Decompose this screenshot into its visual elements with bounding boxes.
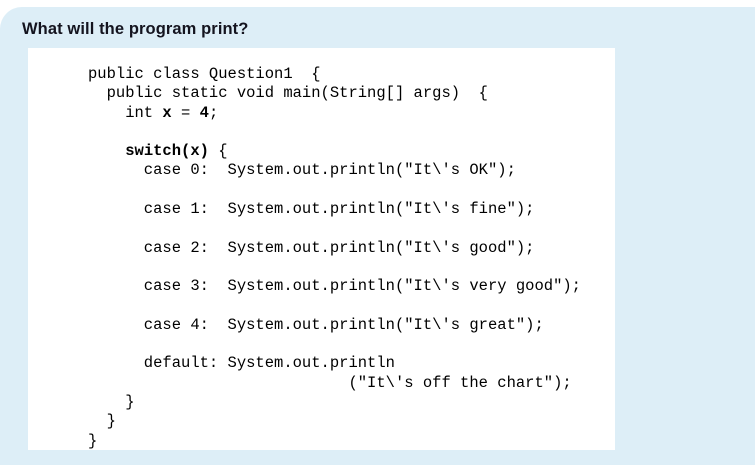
code-line: ("It\'s off the chart"); xyxy=(88,374,615,393)
code-line xyxy=(88,258,615,277)
code-segment: } xyxy=(88,412,116,431)
code-segment: } xyxy=(88,431,98,450)
code-segment: case 4: System.out.println("It\'s great"… xyxy=(88,315,544,334)
code-segment: public static void main(String[] args) { xyxy=(88,84,488,103)
code-segment: case 1: System.out.println("It\'s fine")… xyxy=(88,200,535,219)
code-bold-segment: x xyxy=(162,103,172,122)
code-segment xyxy=(88,142,125,160)
question-card: What will the program print? public clas… xyxy=(0,7,755,465)
code-line: switch(x) { xyxy=(88,142,615,161)
code-bold-segment: 4 xyxy=(199,103,209,122)
code-line: } xyxy=(88,393,615,412)
code-line: int x = 4; xyxy=(88,104,615,123)
code-segment: = xyxy=(171,103,200,122)
code-line: case 4: System.out.println("It\'s great"… xyxy=(88,316,615,335)
code-line: case 2: System.out.println("It\'s good")… xyxy=(88,239,615,258)
code-segment: default: System.out.println xyxy=(88,354,395,373)
code-block: public class Question1 { public static v… xyxy=(88,65,615,450)
code-line xyxy=(88,219,615,238)
code-segment: ("It\'s off the chart"); xyxy=(88,373,572,392)
question-title: What will the program print? xyxy=(22,20,249,38)
code-segment: ; xyxy=(208,103,219,122)
code-line: default: System.out.println xyxy=(88,354,615,373)
code-segment: case 3: System.out.println("It\'s very g… xyxy=(88,277,581,296)
code-panel: public class Question1 { public static v… xyxy=(28,48,615,450)
code-line xyxy=(88,181,615,200)
code-line: case 0: System.out.println("It\'s OK"); xyxy=(88,161,615,180)
code-segment: case 2: System.out.println("It\'s good")… xyxy=(88,238,535,257)
code-line: } xyxy=(88,412,615,431)
code-line: public static void main(String[] args) { xyxy=(88,84,615,103)
code-line: } xyxy=(88,432,615,450)
code-segment: case 0: System.out.println("It\'s OK"); xyxy=(88,161,516,180)
code-segment: int xyxy=(88,103,163,122)
code-line: public class Question1 { xyxy=(88,65,615,84)
code-segment: { xyxy=(208,142,228,161)
code-segment: } xyxy=(88,393,135,412)
code-line xyxy=(88,335,615,354)
code-segment: public class Question1 { xyxy=(88,65,321,83)
code-line: case 1: System.out.println("It\'s fine")… xyxy=(88,200,615,219)
code-line xyxy=(88,297,615,316)
code-bold-segment: switch(x) xyxy=(125,142,209,161)
code-line: case 3: System.out.println("It\'s very g… xyxy=(88,277,615,296)
code-line xyxy=(88,123,615,142)
